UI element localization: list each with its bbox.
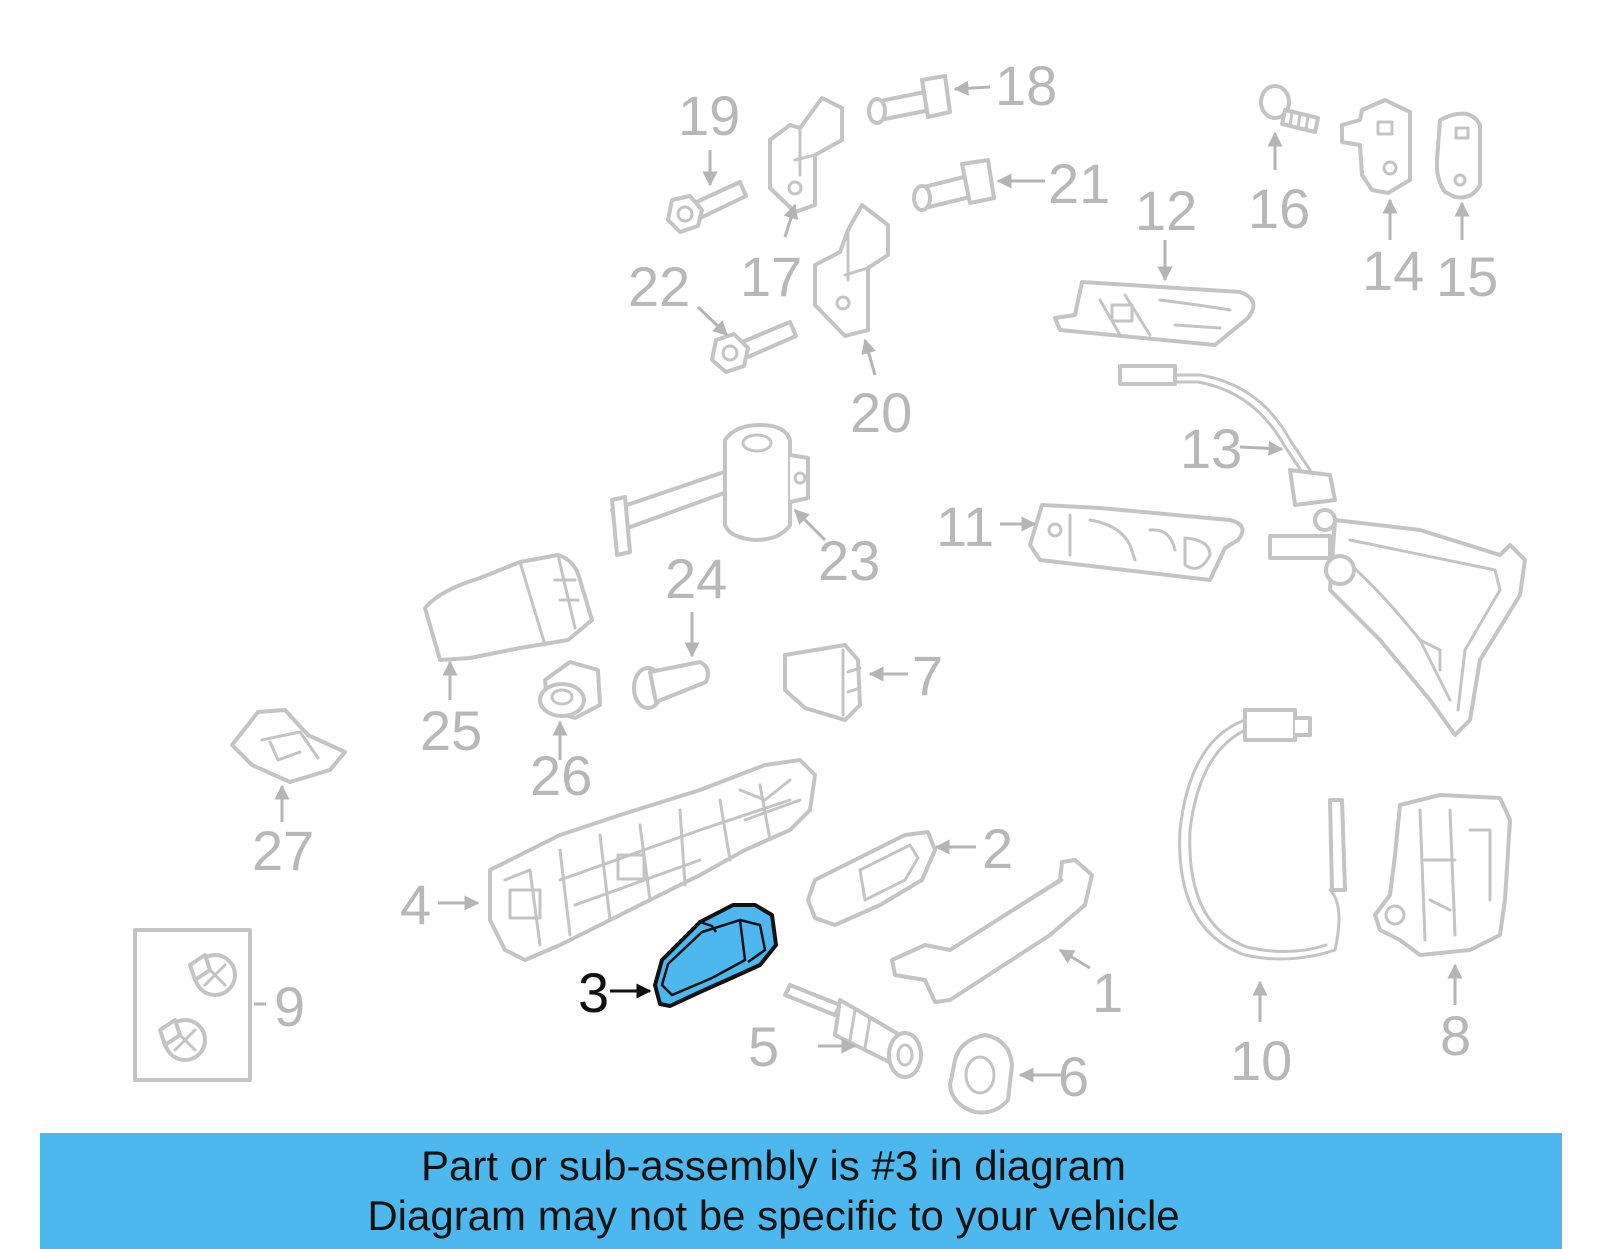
label-8: 8 — [1440, 1004, 1471, 1067]
part-11-handle-housing — [1028, 503, 1245, 582]
part-24-bolt — [632, 660, 710, 710]
part-22-bolt — [710, 320, 798, 374]
label-22: 22 — [628, 255, 690, 318]
part-5-lock-cylinder — [783, 983, 923, 1079]
label-27: 27 — [252, 819, 314, 882]
label-15: 15 — [1436, 245, 1498, 308]
leader-lines — [254, 80, 1470, 1083]
part-3-handle-cap — [653, 903, 778, 1008]
part-1-exterior-handle — [890, 858, 1094, 1004]
label-7: 7 — [912, 644, 943, 707]
label-16: 16 — [1248, 177, 1310, 240]
label-10: 10 — [1230, 1029, 1292, 1092]
part-13-rod-bracket — [1268, 508, 1527, 737]
callout-labels: 18 19 21 17 22 20 12 16 14 15 13 11 23 2… — [252, 54, 1498, 1108]
part-9-screw-set — [133, 928, 252, 1082]
label-18: 18 — [995, 54, 1057, 117]
label-12: 12 — [1135, 179, 1197, 242]
label-26: 26 — [530, 744, 592, 807]
caption-line-2: Diagram may not be specific to your vehi… — [367, 1192, 1180, 1239]
caption-banner: Part or sub-assembly is #3 in diagram Di… — [40, 1133, 1562, 1249]
part-25-cap — [423, 553, 594, 662]
label-5: 5 — [748, 1015, 779, 1078]
part-10-cable — [1178, 708, 1347, 961]
label-24: 24 — [665, 547, 727, 610]
part-16-screw — [1259, 84, 1320, 134]
label-25: 25 — [420, 699, 482, 762]
part-18-bolt — [867, 74, 952, 125]
part-6-gasket — [948, 1033, 1014, 1115]
part-19-bolt — [666, 180, 748, 234]
part-27-bracket — [230, 708, 347, 784]
part-17-hinge — [768, 96, 844, 214]
label-9: 9 — [274, 975, 305, 1038]
part-15-cover — [1434, 111, 1482, 200]
label-2: 2 — [982, 817, 1013, 880]
part-26-grommet — [538, 660, 602, 720]
label-21: 21 — [1048, 152, 1110, 215]
part-2-cover — [806, 830, 937, 927]
part-12-inner-handle — [1053, 280, 1256, 347]
part-7-cover — [783, 643, 862, 722]
label-6: 6 — [1058, 1045, 1089, 1108]
label-14: 14 — [1362, 239, 1424, 302]
part-23-check-strap — [610, 423, 810, 557]
label-4: 4 — [400, 873, 431, 936]
label-19: 19 — [678, 84, 740, 147]
label-11: 11 — [936, 495, 994, 558]
label-23: 23 — [818, 529, 880, 592]
label-13: 13 — [1180, 417, 1242, 480]
label-20: 20 — [850, 381, 912, 444]
label-17: 17 — [740, 245, 802, 308]
part-14-bracket — [1340, 98, 1412, 195]
caption-line-1: Part or sub-assembly is #3 in diagram — [421, 1142, 1126, 1189]
part-8-latch — [1373, 793, 1512, 957]
part-21-bolt — [912, 158, 996, 212]
label-1: 1 — [1092, 961, 1123, 1024]
part-20-hinge — [813, 203, 890, 338]
part-13-cable — [1118, 364, 1337, 507]
part-4-carrier — [488, 758, 817, 962]
label-3: 3 — [578, 961, 609, 1024]
